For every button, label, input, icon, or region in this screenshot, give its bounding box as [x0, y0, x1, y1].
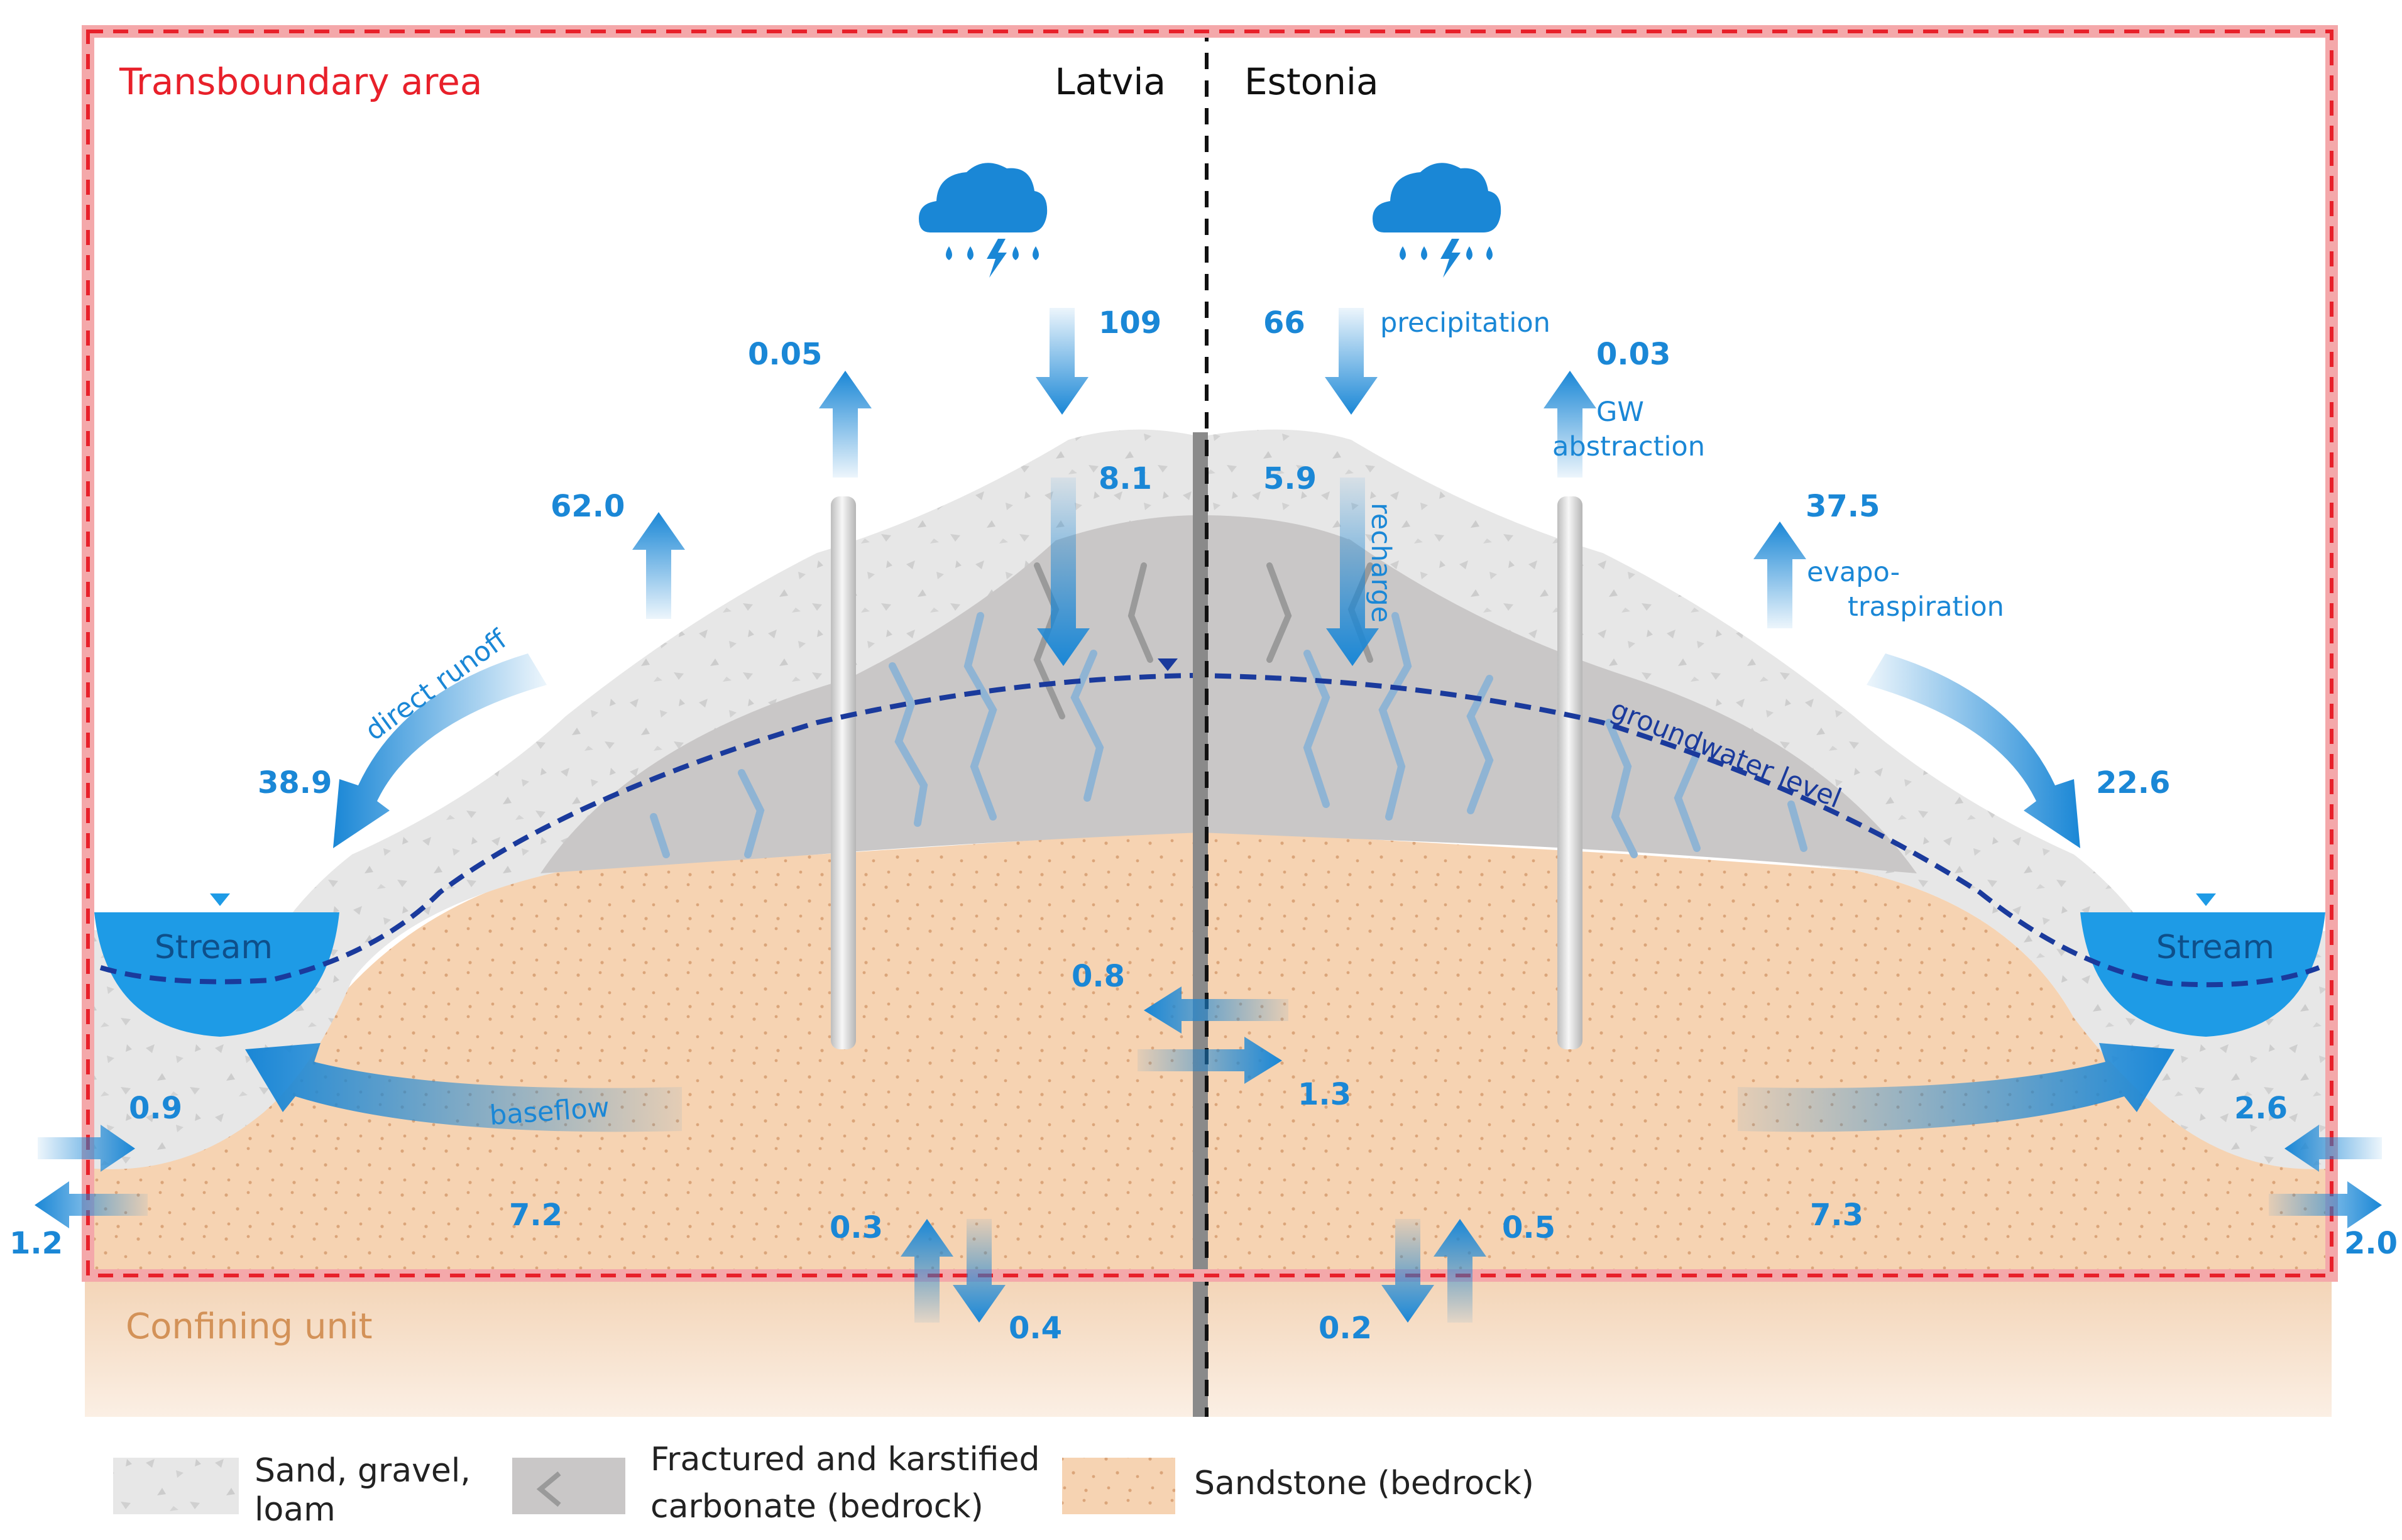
value-gw-abstraction-latvia: 0.05 [748, 337, 822, 372]
label-evapotranspiration-line1: evapo- [1807, 557, 1900, 588]
value-recharge-estonia: 5.9 [1263, 461, 1317, 496]
stream-level-marker-left [210, 893, 230, 906]
value-cross-border-to-latvia: 0.8 [1072, 959, 1125, 994]
value-precipitation-estonia: 66 [1263, 305, 1305, 341]
vertical-up-arrow-latvia [901, 1219, 953, 1323]
value-vertical-down-estonia: 0.2 [1319, 1311, 1372, 1346]
legend-label-sand-gravel-line1: Sand, gravel, [255, 1452, 471, 1490]
stream-left [94, 912, 339, 1037]
well-latvia [831, 496, 856, 1049]
precipitation-arrow-latvia [1036, 308, 1089, 415]
recharge-arrow-latvia [1037, 478, 1090, 666]
gw-abstraction-arrow-latvia [819, 371, 872, 478]
label-gw-abstraction-line2: abstraction [1552, 431, 1705, 462]
legend: Sand, gravel, loam Fractured and karstif… [113, 1441, 1534, 1529]
value-evapotranspiration-latvia: 62.0 [551, 489, 625, 524]
country-label-estonia: Estonia [1244, 60, 1379, 103]
confining-unit-label: Confining unit [126, 1306, 373, 1347]
value-baseflow-estonia: 7.3 [1810, 1198, 1863, 1233]
direct-runoff-arrow-estonia [1867, 653, 2080, 848]
label-gw-abstraction-line1: GW [1596, 396, 1644, 428]
value-lateral-in-estonia: 2.6 [2234, 1091, 2288, 1126]
stream-label-right: Stream [2156, 929, 2274, 966]
evapotranspiration-arrow-estonia [1753, 522, 1806, 628]
label-precipitation: precipitation [1380, 307, 1550, 339]
value-vertical-down-latvia: 0.4 [1009, 1311, 1062, 1346]
value-direct-runoff-latvia: 38.9 [258, 765, 332, 800]
precipitation-arrow-estonia [1325, 308, 1378, 415]
value-baseflow-latvia: 7.2 [509, 1198, 562, 1233]
baseflow-arrow-latvia [245, 1043, 682, 1132]
cross-border-arrow-to-estonia [1138, 1037, 1282, 1084]
legend-label-carbonate-line2: carbonate (bedrock) [650, 1488, 984, 1526]
value-gw-abstraction-estonia: 0.03 [1596, 337, 1670, 372]
country-label-latvia: Latvia [1055, 60, 1166, 103]
lateral-inflow-arrow-estonia [2284, 1125, 2382, 1172]
legend-label-sandstone: Sandstone (bedrock) [1194, 1465, 1534, 1502]
value-vertical-up-estonia: 0.5 [1502, 1210, 1555, 1245]
stream-label-left: Stream [155, 929, 273, 966]
legend-swatch-carbonate [512, 1458, 625, 1514]
baseflow-arrow-estonia [1738, 1043, 2174, 1132]
value-recharge-latvia: 8.1 [1099, 461, 1152, 496]
gw-abstraction-arrow-estonia [1544, 371, 1596, 478]
legend-label-sand-gravel-line2: loam [255, 1491, 336, 1529]
vertical-down-arrow-latvia [953, 1219, 1006, 1323]
legend-swatch-sandstone [1062, 1458, 1175, 1514]
legend-swatch-sand-gravel [113, 1458, 239, 1514]
lateral-outflow-arrow-estonia [2269, 1181, 2382, 1228]
label-recharge: recharge [1365, 503, 1396, 623]
vertical-down-arrow-estonia [1381, 1219, 1434, 1323]
lateral-inflow-arrow-latvia [38, 1125, 135, 1172]
evapotranspiration-arrow-latvia [632, 512, 685, 619]
legend-carbonate-fracture [536, 1471, 561, 1507]
cross-border-arrow-to-latvia [1144, 986, 1288, 1034]
value-evapotranspiration-estonia: 37.5 [1806, 489, 1880, 524]
value-direct-runoff-estonia: 22.6 [2096, 765, 2170, 800]
value-lateral-in-latvia: 0.9 [129, 1091, 182, 1126]
legend-label-carbonate-line1: Fractured and karstified [650, 1441, 1040, 1478]
vertical-up-arrow-estonia [1434, 1219, 1486, 1323]
value-lateral-out-estonia: 2.0 [2344, 1226, 2398, 1261]
recharge-arrow-estonia [1326, 478, 1379, 666]
value-vertical-up-latvia: 0.3 [830, 1210, 883, 1245]
value-cross-border-to-estonia: 1.3 [1298, 1077, 1351, 1112]
lateral-outflow-arrow-latvia [35, 1181, 148, 1228]
transboundary-area-boundary [86, 30, 2333, 1277]
rain-cloud-icon [919, 163, 1048, 278]
direct-runoff-arrow-latvia [333, 653, 547, 848]
flux-arrows [35, 308, 2382, 1323]
value-precipitation-latvia: 109 [1099, 305, 1161, 341]
rain-cloud-icon [1373, 163, 1501, 278]
stream-level-marker-right [2196, 893, 2216, 906]
stream-right [2080, 912, 2325, 1037]
well-estonia [1557, 496, 1582, 1049]
value-lateral-out-latvia: 1.2 [9, 1226, 63, 1261]
groundwater-level-marker [1158, 658, 1178, 671]
transboundary-area-label: Transboundary area [119, 60, 482, 103]
label-evapotranspiration-line2: traspiration [1848, 591, 2004, 623]
